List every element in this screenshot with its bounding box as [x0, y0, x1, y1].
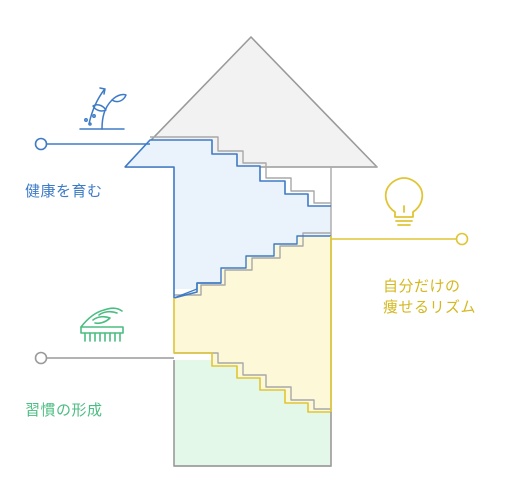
health-region — [125, 140, 331, 289]
label-rhythm-line1: 自分だけの — [383, 277, 461, 295]
sprouting-plant-icon — [79, 87, 127, 130]
rhythm-boundary — [173, 236, 332, 413]
rhythm-region — [174, 236, 331, 412]
light-bulb-icon — [384, 177, 424, 226]
rhythm-connector — [331, 232, 469, 246]
health-stairs — [173, 235, 331, 299]
label-habit: 習慣の形成 — [25, 401, 103, 419]
habit-connector — [34, 351, 174, 365]
habit-region — [174, 360, 331, 466]
label-health: 健康を育む — [25, 182, 103, 200]
habit-boundary — [173, 360, 332, 467]
label-rhythm: 自分だけの 痩せるリズム — [383, 276, 476, 318]
label-rhythm-line2: 痩せるリズム — [383, 298, 477, 316]
health-connector — [34, 137, 150, 151]
hand-with-brush-icon — [80, 307, 124, 342]
